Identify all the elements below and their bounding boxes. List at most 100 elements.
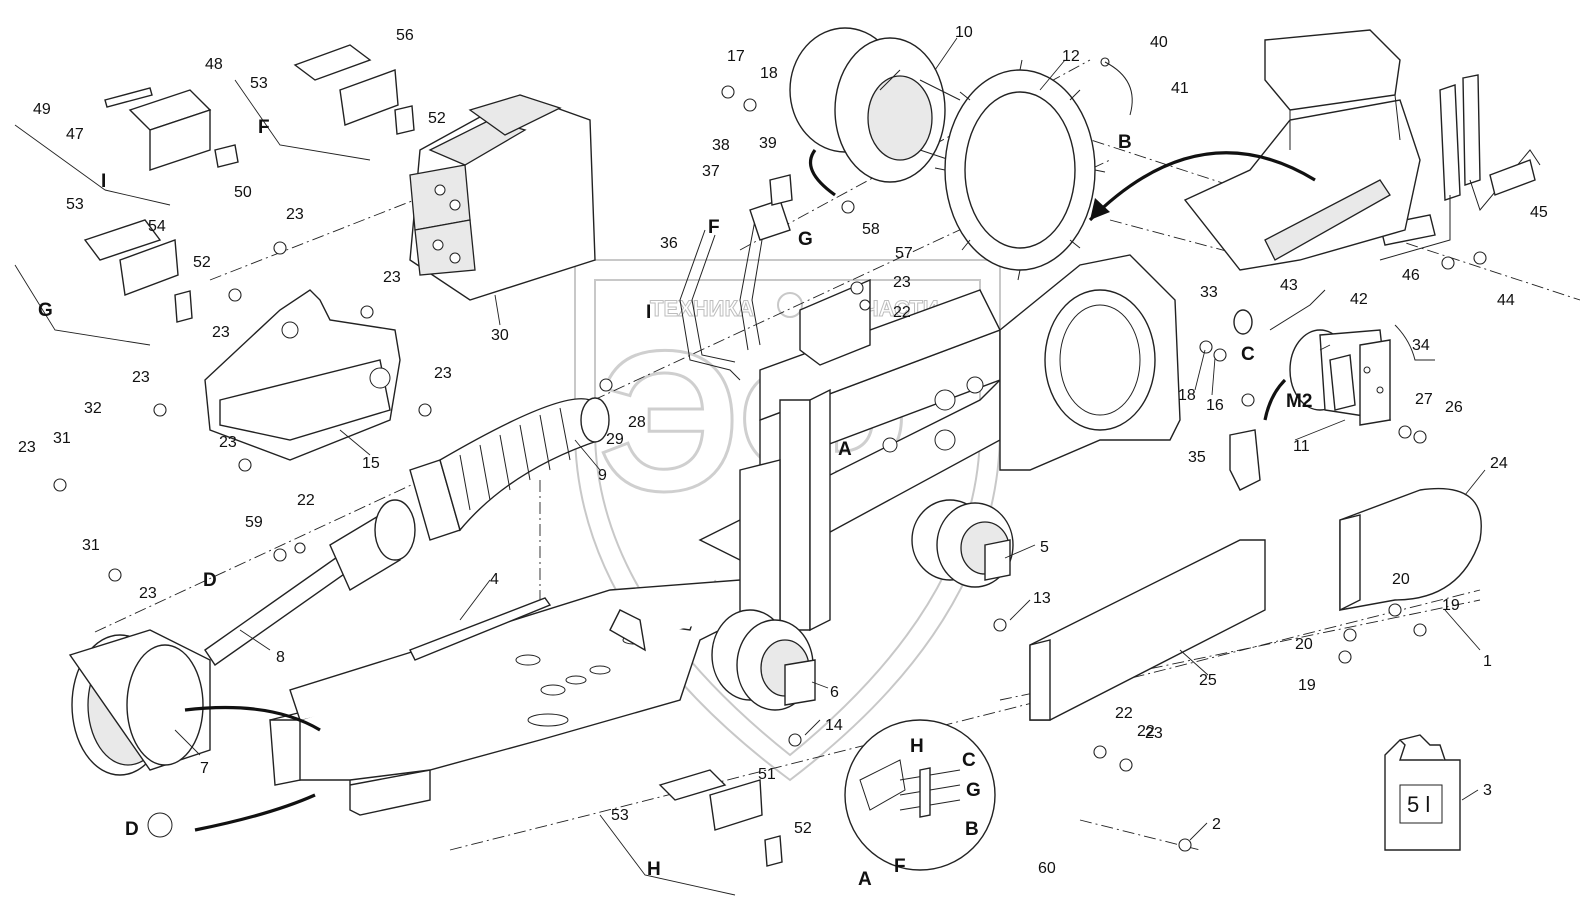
part-number: 43 bbox=[1280, 277, 1298, 294]
part-number: 33 bbox=[1200, 284, 1218, 301]
roller-6 bbox=[711, 609, 816, 711]
part-number-labels: 1 2 3 4 5 6 7 8 9 10 11 12 13 14 15 16 1… bbox=[18, 24, 1548, 877]
part-number: 18 bbox=[760, 65, 778, 82]
part-number: 26 bbox=[1445, 399, 1463, 416]
guard-plate-25 bbox=[1029, 539, 1266, 721]
part-number: 1 bbox=[1483, 653, 1492, 670]
part-number: 4 bbox=[490, 571, 499, 588]
reference-letter: F bbox=[708, 217, 720, 238]
part-number: 23 bbox=[286, 206, 304, 223]
part-number: 6 bbox=[830, 684, 839, 701]
arrows bbox=[147, 149, 1316, 838]
part-number: 22 bbox=[297, 492, 315, 509]
part-number: 46 bbox=[1402, 267, 1420, 284]
part-number: 31 bbox=[82, 537, 100, 554]
part-number: 23 bbox=[132, 369, 150, 386]
part-number: 42 bbox=[1350, 291, 1368, 308]
reference-letter: D bbox=[125, 819, 139, 840]
part-number: 15 bbox=[362, 455, 380, 472]
part-number: 19 bbox=[1442, 597, 1460, 614]
part-number: 23 bbox=[212, 324, 230, 341]
part-number: 59 bbox=[245, 514, 263, 531]
sprocket bbox=[934, 59, 1106, 281]
part-number: 17 bbox=[727, 48, 745, 65]
reference-letter: B bbox=[1118, 132, 1132, 153]
part-number: 5 bbox=[1040, 539, 1049, 556]
reference-letter: C bbox=[962, 750, 976, 771]
hose-assembly bbox=[1379, 74, 1541, 270]
part-number: 25 bbox=[1199, 672, 1217, 689]
part-number: 48 bbox=[205, 56, 223, 73]
part-number: 54 bbox=[148, 218, 166, 235]
part-number: 22 bbox=[1137, 723, 1155, 740]
reference-letter: F bbox=[258, 117, 270, 138]
reference-letter: G bbox=[798, 229, 813, 250]
part-number: 30 bbox=[491, 327, 509, 344]
part-number: 22 bbox=[1115, 705, 1133, 722]
reference-letter: F bbox=[894, 856, 906, 877]
curved-arrow-icon bbox=[194, 793, 316, 832]
reference-letter: A bbox=[838, 439, 852, 460]
leader-lines bbox=[174, 37, 1486, 841]
part-number: 52 bbox=[428, 110, 446, 127]
part-number: 52 bbox=[794, 820, 812, 837]
part-number: 3 bbox=[1483, 782, 1492, 799]
part-number: 40 bbox=[1150, 34, 1168, 51]
part-number: 51 bbox=[758, 766, 776, 783]
reference-circle-icon bbox=[147, 812, 173, 838]
part-number: 28 bbox=[628, 414, 646, 431]
track-shoe-block bbox=[409, 94, 596, 301]
part-number: 37 bbox=[702, 163, 720, 180]
oil-canister-icon: 5 l bbox=[1384, 734, 1461, 851]
reference-letter: H bbox=[910, 736, 924, 757]
curved-arrow-icon bbox=[1263, 378, 1287, 421]
part-number: 8 bbox=[276, 649, 285, 666]
curved-arrow-icon bbox=[1088, 151, 1316, 222]
reference-letter: A bbox=[858, 869, 872, 890]
part-number: 18 bbox=[1178, 387, 1196, 404]
part-number: 20 bbox=[1392, 571, 1410, 588]
part-number: 16 bbox=[1206, 397, 1224, 414]
part-number: 11 bbox=[1293, 438, 1310, 455]
hose-lines bbox=[679, 174, 793, 381]
part-number: 14 bbox=[825, 717, 843, 734]
reference-letter: I bbox=[646, 302, 651, 323]
part-number: 12 bbox=[1062, 48, 1080, 65]
reference-letter-labels: A A B B B C C D D F F F G G G H H I I M2 bbox=[38, 117, 1312, 890]
part-number: 56 bbox=[396, 27, 414, 44]
tension-cylinder bbox=[204, 499, 416, 666]
paver-machine-icon bbox=[1183, 29, 1421, 271]
part-number: 9 bbox=[598, 467, 607, 484]
reference-letter: M2 bbox=[1286, 391, 1312, 412]
gear-icon bbox=[777, 292, 803, 318]
reference-letter: B bbox=[965, 819, 979, 840]
part-number: 2 bbox=[1212, 816, 1221, 833]
part-number: 45 bbox=[1530, 204, 1548, 221]
part-number: 34 bbox=[1412, 337, 1430, 354]
part-number: 13 bbox=[1033, 590, 1051, 607]
reference-letter: D bbox=[203, 570, 217, 591]
part-number: 24 bbox=[1490, 455, 1508, 472]
part-number: 10 bbox=[955, 24, 973, 41]
part-number: 23 bbox=[18, 439, 36, 456]
part-number: 20 bbox=[1295, 636, 1313, 653]
part-number: 49 bbox=[33, 101, 51, 118]
canister-label: 5 l bbox=[1407, 792, 1430, 817]
track-frame bbox=[269, 579, 761, 816]
detail-view-60 bbox=[844, 719, 996, 871]
curved-arrow-icon bbox=[809, 149, 836, 197]
bracket bbox=[204, 289, 401, 461]
part-number: 31 bbox=[53, 430, 71, 447]
assembly-lines bbox=[94, 59, 1580, 851]
part-number: 44 bbox=[1497, 292, 1515, 309]
part-number: 19 bbox=[1298, 677, 1316, 694]
part-number: 39 bbox=[759, 135, 777, 152]
part-number: 23 bbox=[383, 269, 401, 286]
clamp-group-G bbox=[14, 219, 193, 346]
main-frame bbox=[698, 254, 1181, 651]
part-number: 60 bbox=[1038, 860, 1056, 877]
part-number: 27 bbox=[1415, 391, 1433, 408]
reference-letter: I bbox=[101, 171, 106, 192]
reference-letter: G bbox=[38, 300, 53, 321]
